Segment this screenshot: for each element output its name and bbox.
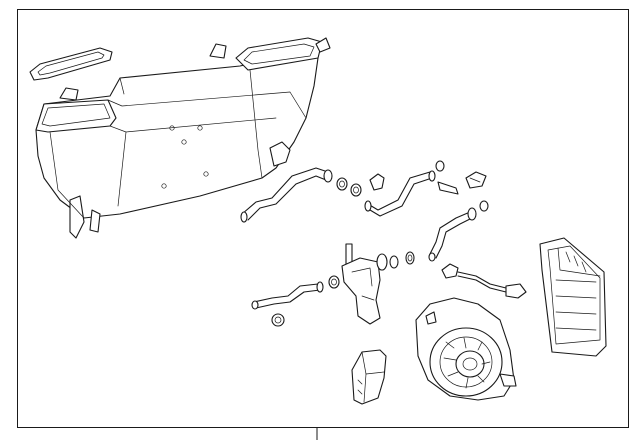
diagram-frame (17, 9, 629, 428)
blower-motor[interactable] (415, 297, 517, 401)
heater-housing-case[interactable] (29, 37, 331, 239)
blower-resistor[interactable] (351, 349, 387, 405)
heater-hose-upper[interactable] (240, 167, 333, 223)
wiring-harness[interactable] (441, 263, 527, 299)
heater-core[interactable] (539, 237, 607, 357)
water-valve-assembly[interactable] (341, 243, 415, 325)
connector-hose[interactable] (428, 200, 489, 262)
heater-hose-lower[interactable] (251, 275, 340, 327)
hose-clamp[interactable] (336, 177, 362, 197)
pipe-with-clips[interactable] (364, 160, 487, 217)
